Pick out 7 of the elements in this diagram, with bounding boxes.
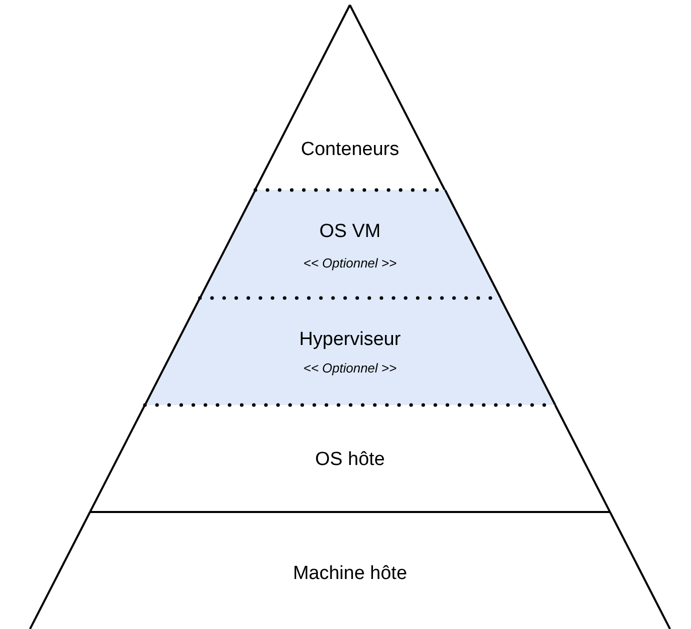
optional-note: << Optionnel >> bbox=[302, 360, 398, 376]
layer-label: Machine hôte bbox=[292, 563, 408, 585]
layer-label: Hyperviseur bbox=[298, 329, 402, 351]
layer-label: OS hôte bbox=[314, 449, 386, 471]
layer-label: Conteneurs bbox=[300, 139, 400, 161]
layer-label: OS VM bbox=[318, 221, 382, 243]
optional-note: << Optionnel >> bbox=[302, 256, 398, 270]
